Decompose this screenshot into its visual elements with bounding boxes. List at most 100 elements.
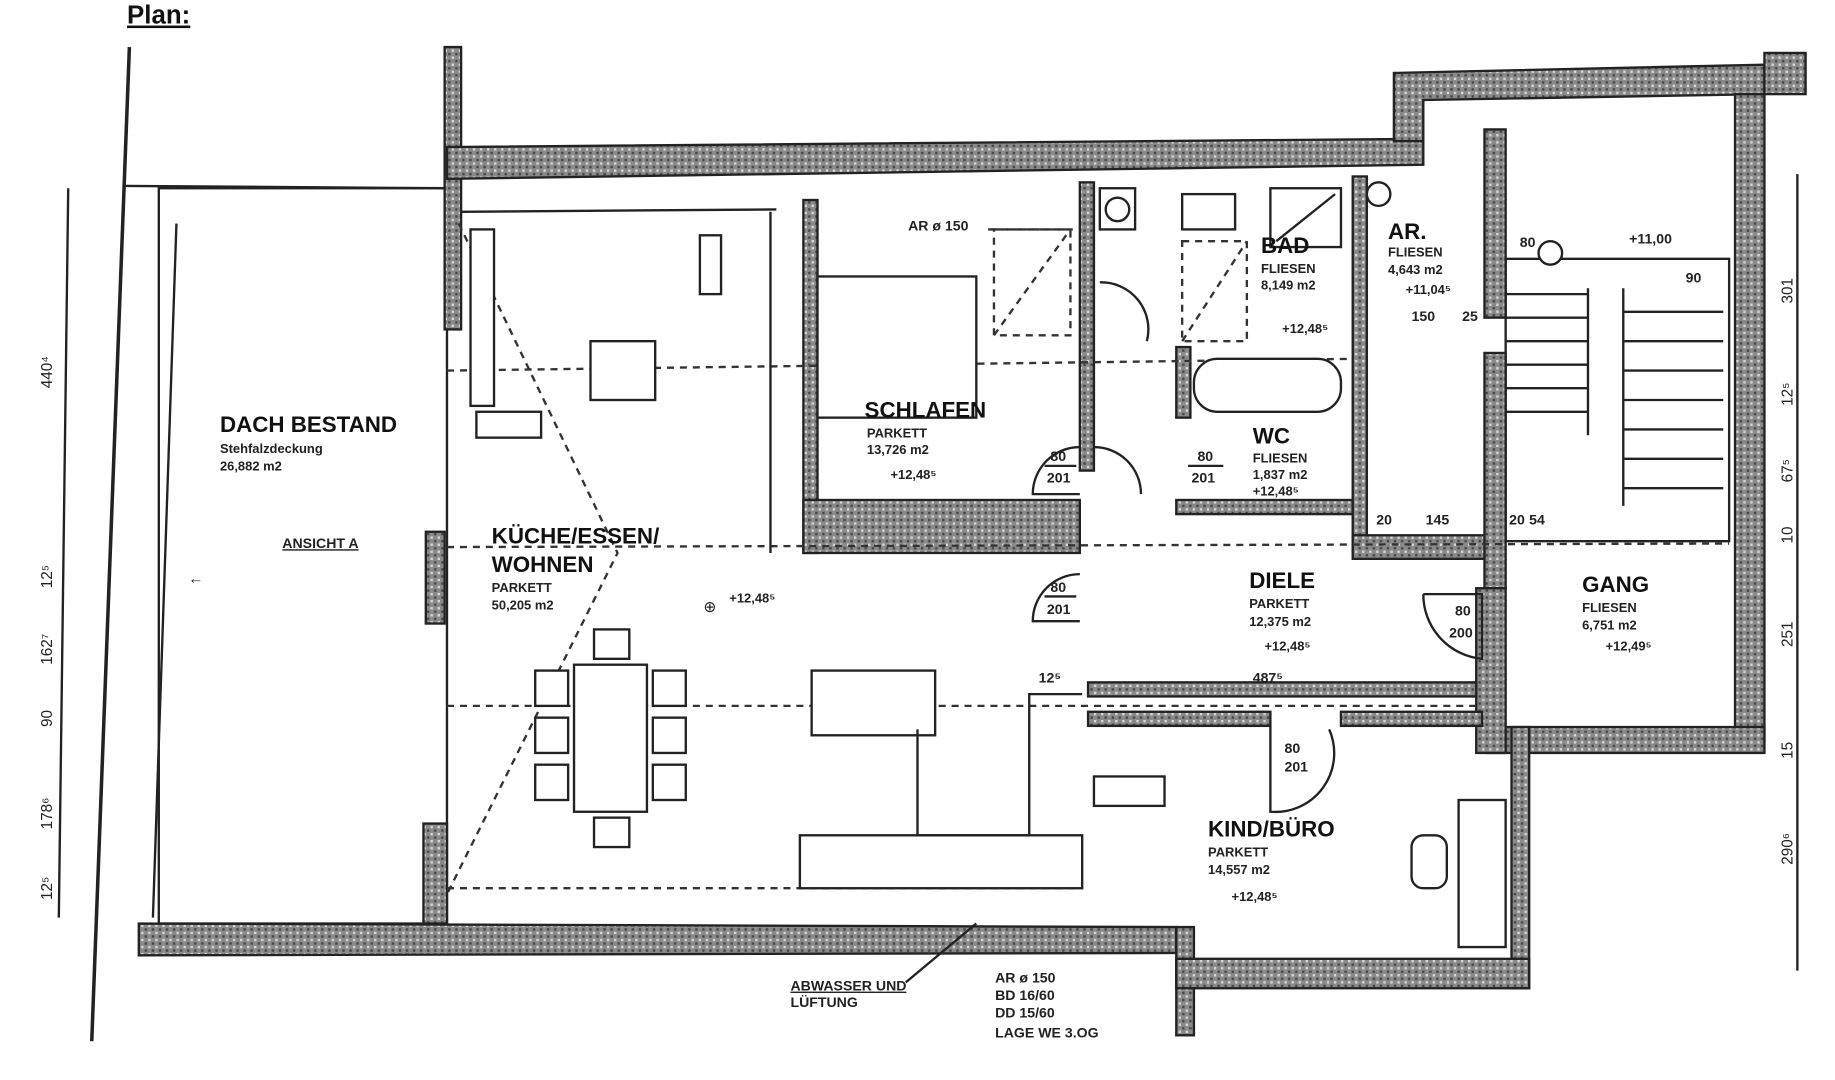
svg-text:FLIESEN: FLIESEN: [1261, 261, 1316, 276]
ar-label-top: AR ø 150: [908, 218, 969, 234]
svg-text:290⁶: 290⁶: [1780, 833, 1797, 865]
svg-text:GANG: GANG: [1582, 572, 1649, 597]
lueftung-label: LÜFTUNG: [790, 994, 857, 1010]
svg-text:Stehfalzdeckung: Stehfalzdeckung: [220, 441, 323, 456]
svg-text:200: 200: [1449, 625, 1473, 641]
svg-text:201: 201: [1192, 469, 1216, 485]
svg-text:12,375 m2: 12,375 m2: [1249, 614, 1311, 629]
door-label: 80 201: [1044, 448, 1077, 485]
svg-text:6,751 m2: 6,751 m2: [1582, 617, 1637, 632]
kitchen-counter: [461, 208, 777, 213]
svg-text:BAD: BAD: [1261, 233, 1309, 258]
svg-text:+12,48⁵: +12,48⁵: [729, 590, 775, 605]
svg-text:FLIESEN: FLIESEN: [1253, 450, 1308, 465]
svg-text:+12,48⁵: +12,48⁵: [1232, 889, 1278, 904]
svg-text:440⁴: 440⁴: [39, 356, 56, 388]
svg-text:+12,48⁵: +12,48⁵: [1253, 483, 1299, 498]
staircase: [1504, 240, 1731, 543]
ar-bottom-label: LAGE WE 3.OG: [995, 1025, 1098, 1041]
svg-text:178⁶: 178⁶: [39, 798, 56, 830]
dimension-label: 20: [1509, 512, 1525, 528]
room-schlafen: SCHLAFEN PARKETT 13,726 m2 +12,48⁵: [865, 398, 987, 482]
svg-text:80: 80: [1050, 448, 1066, 464]
room-bad: BAD FLIESEN 8,149 m2 +12,48⁵: [1261, 233, 1328, 336]
svg-text:FLIESEN: FLIESEN: [1388, 244, 1443, 259]
room-gang: GANG FLIESEN 6,751 m2 +12,49⁵: [1582, 572, 1652, 654]
ar-bottom-label: BD 16/60: [995, 987, 1055, 1003]
doors: [1031, 281, 1484, 814]
svg-text:KIND/BÜRO: KIND/BÜRO: [1208, 816, 1335, 841]
furniture: [469, 181, 1507, 949]
svg-text:50,205 m2: 50,205 m2: [492, 597, 554, 612]
svg-text:SCHLAFEN: SCHLAFEN: [865, 398, 987, 423]
room-dach-bestand: DACH BESTAND Stehfalzdeckung 26,882 m2: [220, 412, 397, 474]
room-wc: WC FLIESEN 1,837 m2 +12,48⁵: [1253, 424, 1308, 499]
diele-dimension: 487⁵: [1253, 669, 1283, 685]
room-kind-buero: KIND/BÜRO PARKETT 14,557 m2 +12,48⁵: [1208, 816, 1335, 904]
svg-text:14,557 m2: 14,557 m2: [1208, 862, 1270, 877]
room-kueche-essen-wohnen: KÜCHE/ESSEN/ WOHNEN PARKETT 50,205 m2 +1…: [492, 524, 776, 616]
ridge-line: [151, 223, 178, 918]
svg-text:1,837 m2: 1,837 m2: [1253, 467, 1308, 482]
svg-text:13,726 m2: 13,726 m2: [867, 442, 929, 457]
svg-text:80: 80: [1197, 448, 1213, 464]
abwasser-label: ABWASSER UND: [790, 978, 906, 994]
svg-text:15: 15: [1780, 742, 1797, 759]
svg-text:AR.: AR.: [1388, 219, 1426, 244]
svg-text:301: 301: [1780, 278, 1797, 304]
svg-text:+12,48⁵: +12,48⁵: [1265, 639, 1311, 654]
dimension-label: 54: [1529, 512, 1545, 528]
svg-text:KÜCHE/ESSEN/: KÜCHE/ESSEN/: [492, 524, 660, 549]
svg-text:201: 201: [1047, 601, 1071, 617]
dimension-label: 150: [1412, 308, 1436, 324]
svg-text:251: 251: [1780, 622, 1797, 648]
svg-text:WC: WC: [1253, 424, 1290, 449]
dimension-label: 80: [1520, 234, 1536, 250]
svg-text:PARKETT: PARKETT: [867, 426, 927, 441]
door-label: 80 201: [1188, 448, 1224, 485]
svg-text:67⁵: 67⁵: [1780, 459, 1797, 482]
stair-level-label: +11,00: [1629, 231, 1672, 247]
svg-text:80: 80: [1050, 579, 1066, 595]
dimension-label: 25: [1462, 308, 1478, 324]
svg-text:+12,49⁵: +12,49⁵: [1606, 639, 1652, 654]
svg-text:80: 80: [1455, 602, 1471, 618]
room-ar: AR. FLIESEN 4,643 m2 +11,04⁵: [1388, 219, 1451, 297]
svg-text:PARKETT: PARKETT: [1208, 844, 1268, 859]
svg-text:4,643 m2: 4,643 m2: [1388, 262, 1443, 277]
svg-text:162⁷: 162⁷: [39, 634, 56, 665]
dimension-chain-right: 301 12⁵ 67⁵ 10 251 15 290⁶: [1780, 174, 1799, 971]
beam-line: [446, 542, 1730, 549]
level-marker-icon: ⊕: [703, 599, 716, 616]
plan-title: Plan:: [127, 2, 190, 30]
svg-text:+12,48⁵: +12,48⁵: [1282, 321, 1328, 336]
svg-text:FLIESEN: FLIESEN: [1582, 600, 1637, 615]
svg-text:8,149 m2: 8,149 m2: [1261, 277, 1316, 292]
dimension-label: 145: [1426, 512, 1450, 528]
svg-text:PARKETT: PARKETT: [1249, 596, 1309, 611]
arrow-left-icon: ←: [188, 571, 203, 588]
room-diele: DIELE PARKETT 12,375 m2 +12,48⁵: [1249, 568, 1315, 653]
svg-text:26,882 m2: 26,882 m2: [220, 459, 282, 474]
svg-text:+12,48⁵: +12,48⁵: [890, 467, 936, 482]
kueche-dimension: 12⁵: [1039, 669, 1061, 685]
door-label: 80 200: [1449, 602, 1473, 640]
svg-text:PARKETT: PARKETT: [492, 580, 552, 595]
property-line-left: [89, 46, 132, 1042]
roof-slope-line: [445, 223, 619, 895]
door-label: 80 201: [1044, 579, 1077, 617]
svg-text:12⁵: 12⁵: [39, 877, 56, 900]
dimension-label: 90: [1686, 269, 1702, 285]
ar-bottom-label: DD 15/60: [995, 1005, 1055, 1021]
svg-text:80: 80: [1285, 740, 1301, 756]
svg-text:201: 201: [1047, 469, 1071, 485]
walls: [137, 45, 1807, 1037]
svg-text:DIELE: DIELE: [1249, 568, 1315, 593]
svg-text:WOHNEN: WOHNEN: [492, 552, 594, 577]
view-a-label: ANSICHT A: [282, 535, 358, 551]
svg-text:201: 201: [1285, 759, 1309, 775]
ar-bottom-label: AR ø 150: [995, 969, 1056, 985]
svg-text:12⁵: 12⁵: [1780, 383, 1797, 406]
leader-line: [904, 922, 978, 984]
